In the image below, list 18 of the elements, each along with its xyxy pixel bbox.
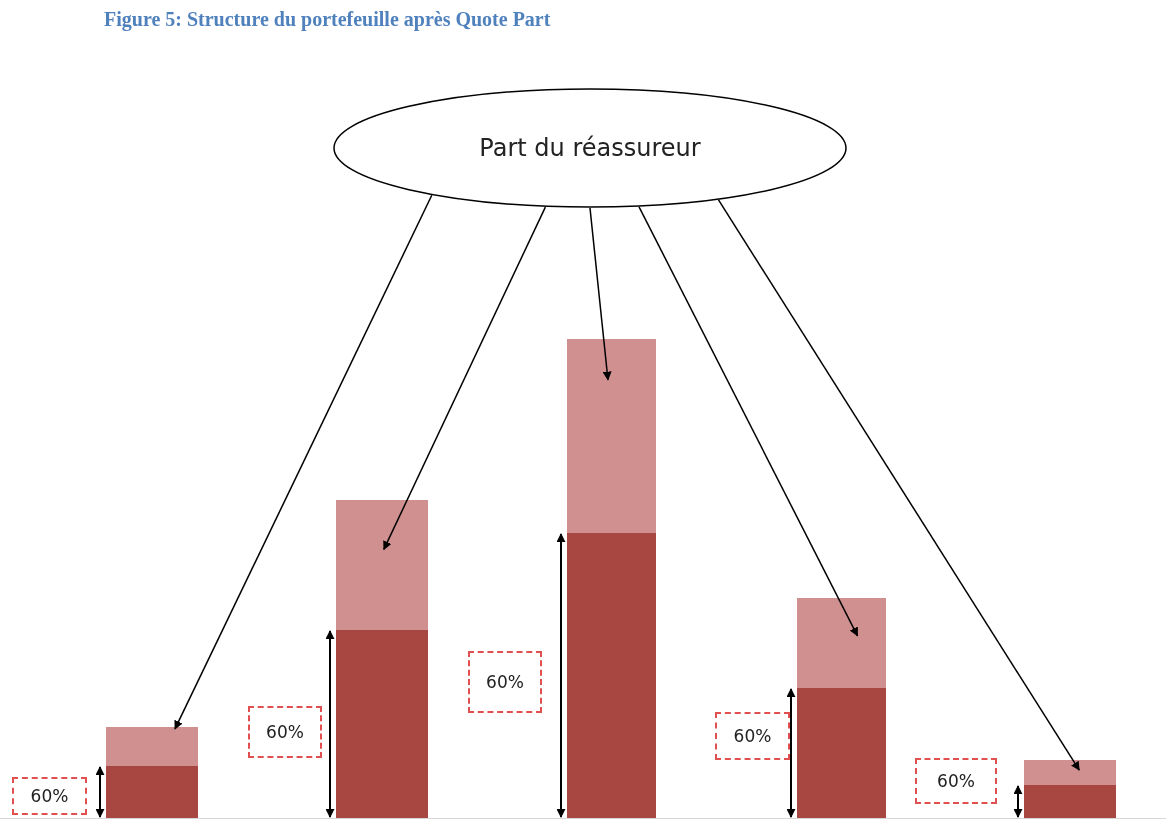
node-label: Part du réassureur bbox=[479, 134, 701, 162]
arrow bbox=[717, 199, 1080, 771]
ellipse-node bbox=[333, 88, 847, 208]
percentage-label: 60% bbox=[468, 651, 542, 713]
stacked-bar bbox=[106, 727, 198, 818]
stacked-bar bbox=[336, 500, 428, 818]
percentage-label: 60% bbox=[248, 706, 322, 758]
arrow bbox=[589, 207, 612, 381]
arrow bbox=[638, 206, 859, 637]
percentage-label: 60% bbox=[915, 758, 997, 804]
arrow bbox=[174, 194, 433, 730]
figure-title: Figure 5: Structure du portefeuille après Quote Part bbox=[104, 8, 551, 31]
percentage-label: 60% bbox=[715, 712, 790, 760]
stacked-bar bbox=[1024, 760, 1116, 818]
percentage-label: 60% bbox=[12, 777, 87, 815]
arrow bbox=[383, 206, 547, 551]
stacked-bar bbox=[797, 598, 886, 818]
stacked-bar bbox=[567, 339, 656, 818]
